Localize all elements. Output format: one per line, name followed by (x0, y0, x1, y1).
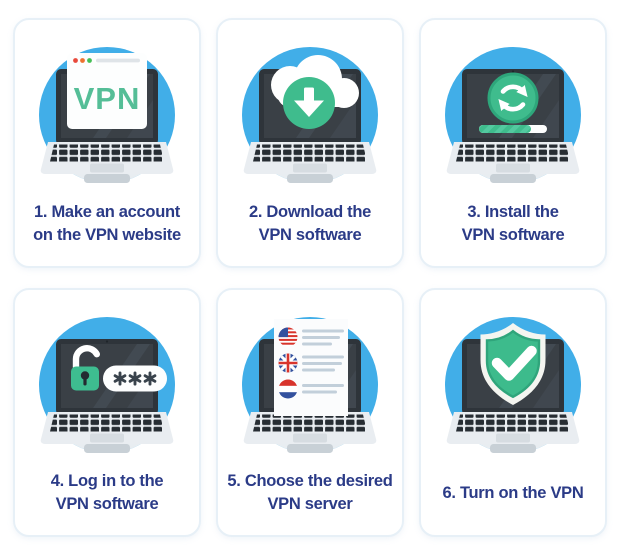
step-5-caption: 5. Choose the desired VPN server (227, 461, 392, 535)
caption-line: 2. Download the (248, 202, 371, 221)
caption-line: VPN software (55, 495, 159, 513)
step-4-card: 4. Log in to the VPN software (13, 288, 201, 537)
step-3-caption: 3. Install the VPN software (462, 191, 565, 266)
laptop-cloud-download-icon (230, 41, 390, 191)
step-4-caption: 4. Log in to the VPN software (51, 461, 164, 535)
step-6-card: 6. Turn on the VPN (419, 288, 607, 537)
usa-flag-icon (278, 327, 298, 347)
caption-line: VPN software (461, 225, 565, 244)
open-padlock-icon (71, 345, 100, 391)
password-asterisks-icon (113, 371, 157, 386)
caption-line: VPN software (258, 225, 362, 244)
browser-dot-orange-icon (80, 58, 85, 63)
server-list-paper (274, 319, 348, 416)
list-text-lines (302, 329, 344, 394)
laptop-shield-check-icon (433, 311, 593, 461)
browser-window-icon: VPN (67, 53, 147, 129)
browser-dot-green-icon (87, 58, 92, 63)
laptop-icon (27, 317, 187, 461)
browser-dot-red-icon (73, 58, 78, 63)
caption-line: 6. Turn on the VPN (442, 483, 584, 502)
laptop-padlock-password-icon (27, 311, 187, 461)
vpn-logo-text: VPN (74, 81, 141, 116)
netherlands-flag-icon (278, 379, 298, 399)
step-2-caption: 2. Download the VPN software (249, 191, 371, 266)
caption-line: 4. Log in to the (50, 472, 164, 490)
caption-line: 3. Install the (467, 202, 559, 221)
caption-line: on the VPN website (33, 225, 181, 244)
step-6-caption: 6. Turn on the VPN (443, 461, 584, 535)
step-5-card: 5. Choose the desired VPN server (216, 288, 404, 537)
download-icon (283, 77, 335, 129)
progress-bar (479, 125, 547, 133)
step-1-caption: 1. Make an account on the VPN website (33, 191, 181, 266)
laptop-install-progress-icon (433, 41, 593, 191)
uk-flag-icon (278, 353, 298, 373)
browser-urlbar-icon (96, 58, 140, 63)
shield-check-icon (480, 323, 546, 405)
caption-line: 1. Make an account (34, 202, 180, 221)
laptop-browser-vpn-icon: VPN (27, 41, 187, 191)
laptop-server-list-flags-icon (230, 311, 390, 461)
step-3-card: 3. Install the VPN software (419, 18, 607, 268)
caption-line: VPN server (267, 495, 353, 513)
sync-icon (487, 72, 539, 124)
password-field (103, 365, 167, 392)
step-2-card: 2. Download the VPN software (216, 18, 404, 268)
step-1-card: VPN 1. Make an account on the VPN websit… (13, 18, 201, 268)
caption-line: 5. Choose the desired (227, 472, 393, 490)
